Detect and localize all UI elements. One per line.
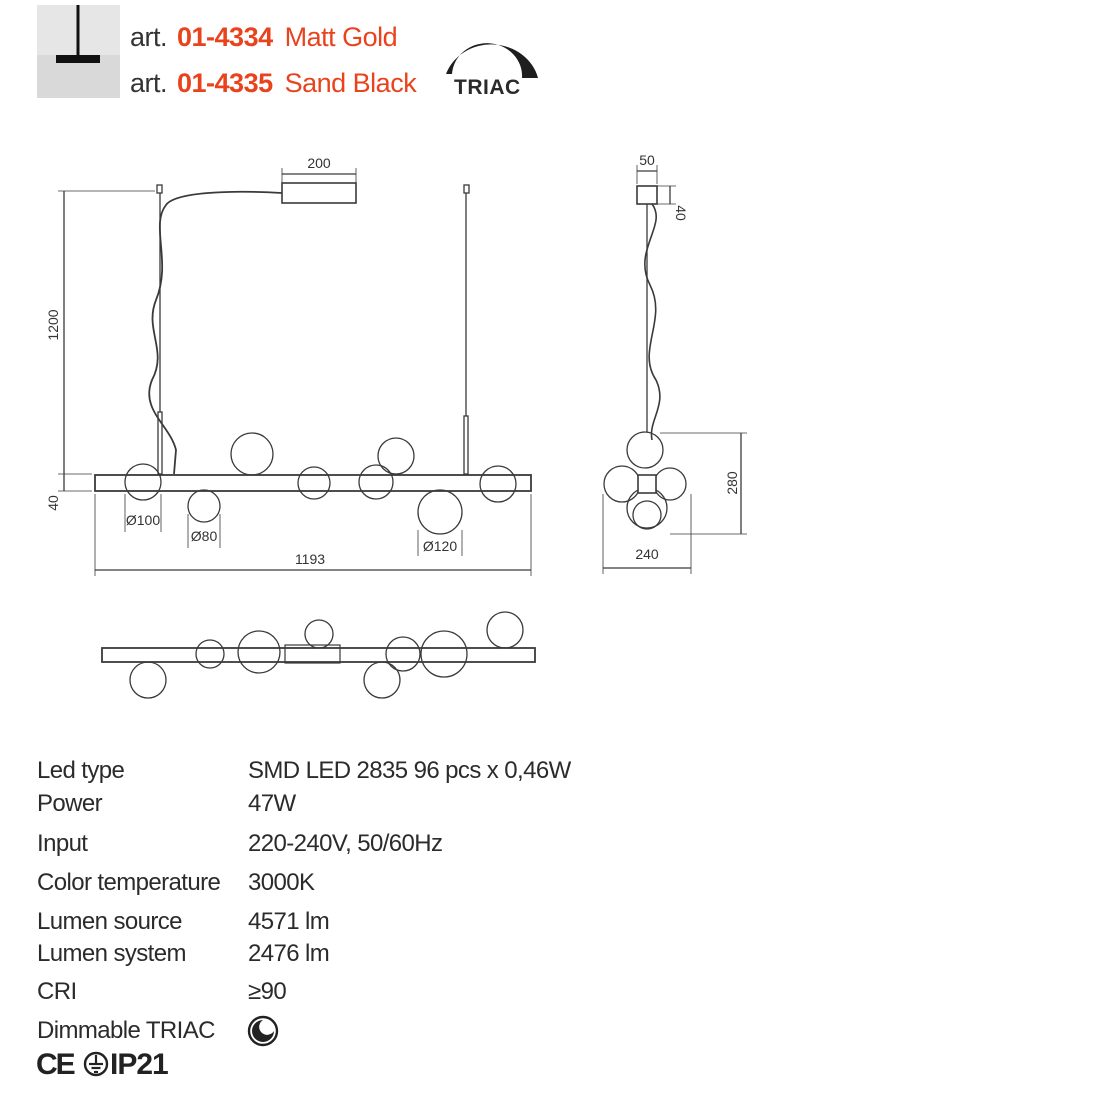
- ce-mark: CE: [36, 1048, 76, 1081]
- wire-clamp: [156, 184, 163, 194]
- triac-dimmer-arc-icon: [446, 43, 538, 78]
- article-number: 01-4334: [177, 22, 273, 52]
- top-view-bar: [101, 647, 536, 663]
- spec-value: 3000K: [248, 869, 315, 896]
- spec-value: ≥90: [248, 978, 287, 1005]
- product-thumbnail: [37, 5, 120, 98]
- dim-globe-120: Ø120: [423, 538, 457, 554]
- globe: [297, 466, 331, 500]
- dim-canopy-width: 200: [307, 155, 331, 171]
- ip-rating: IP21: [110, 1048, 169, 1081]
- triac-badge-label: TRIAC: [454, 76, 521, 99]
- globe: [124, 463, 162, 501]
- fixture-bar: [94, 474, 532, 492]
- spec-value: 4571 lm: [248, 908, 330, 935]
- spec-value: 2476 lm: [248, 940, 330, 967]
- dimmable-moon-icon: [247, 1015, 279, 1047]
- side-canopy: [636, 185, 658, 205]
- article-prefix: art.: [130, 68, 168, 98]
- spec-label: Led type: [37, 757, 125, 784]
- dim-side-total-height: 280: [724, 471, 740, 495]
- dim-overall-length: 1193: [295, 551, 325, 567]
- article-finish: Sand Black: [284, 68, 417, 98]
- globe: [187, 489, 221, 523]
- spec-label: Lumen system: [37, 940, 186, 967]
- article-row-gold: art. 01-4334 Matt Gold: [130, 22, 398, 53]
- globe: [377, 437, 415, 475]
- globe: [230, 432, 274, 476]
- spec-label: Power: [37, 790, 103, 817]
- spec-label: Dimmable TRIAC: [37, 1017, 215, 1044]
- globe: [358, 464, 394, 500]
- power-cable: [148, 190, 283, 475]
- article-number: 01-4335: [177, 68, 273, 98]
- spec-label: Input: [37, 830, 88, 857]
- triac-badge: TRIAC: [438, 28, 543, 108]
- dim-side-canopy-width: 50: [639, 152, 655, 168]
- dim-globe-100: Ø100: [126, 512, 160, 528]
- canopy: [281, 182, 357, 204]
- spec-value: 220-240V, 50/60Hz: [248, 830, 443, 857]
- certification-marks: CE IP21: [36, 1048, 169, 1082]
- dim-globe-80: Ø80: [191, 528, 218, 544]
- article-prefix: art.: [130, 22, 168, 52]
- globe: [479, 465, 517, 503]
- dim-side-canopy-height: 40: [673, 205, 689, 221]
- spec-label: Color temperature: [37, 869, 221, 896]
- technical-drawing: 200 1200 40 Ø100 Ø80 Ø120 1193 50 40 280…: [45, 152, 747, 699]
- spec-label: Lumen source: [37, 908, 182, 935]
- dim-side-depth: 240: [635, 546, 659, 562]
- pendant-lamp-thumbnail-icon: [37, 5, 120, 98]
- spec-value: SMD LED 2835 96 pcs x 0,46W: [248, 757, 571, 784]
- spec-label: CRI: [37, 978, 77, 1005]
- article-finish: Matt Gold: [284, 22, 398, 52]
- spec-value: 47W: [248, 790, 296, 817]
- globe: [417, 489, 463, 535]
- dim-suspension-height: 1200: [45, 309, 61, 340]
- dim-bar-height: 40: [45, 495, 61, 511]
- ground-symbol-icon: [83, 1051, 109, 1077]
- article-row-black: art. 01-4335 Sand Black: [130, 68, 417, 99]
